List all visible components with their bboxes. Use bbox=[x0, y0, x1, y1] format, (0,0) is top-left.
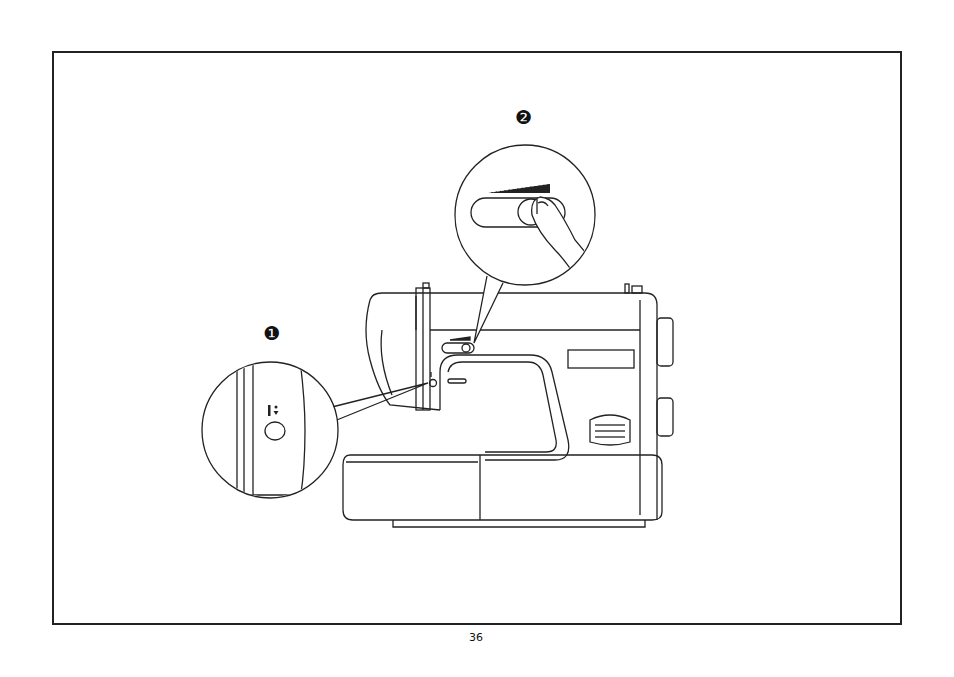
page-frame bbox=[53, 52, 901, 624]
callout-number: ❷ bbox=[515, 108, 532, 127]
leader-line bbox=[312, 276, 503, 426]
zoom-detail-button bbox=[202, 350, 338, 500]
page-number: 36 bbox=[469, 632, 483, 643]
callout-number: ❶ bbox=[263, 324, 280, 343]
zoom-detail-slider bbox=[455, 145, 600, 300]
sewing-machine bbox=[343, 283, 673, 527]
